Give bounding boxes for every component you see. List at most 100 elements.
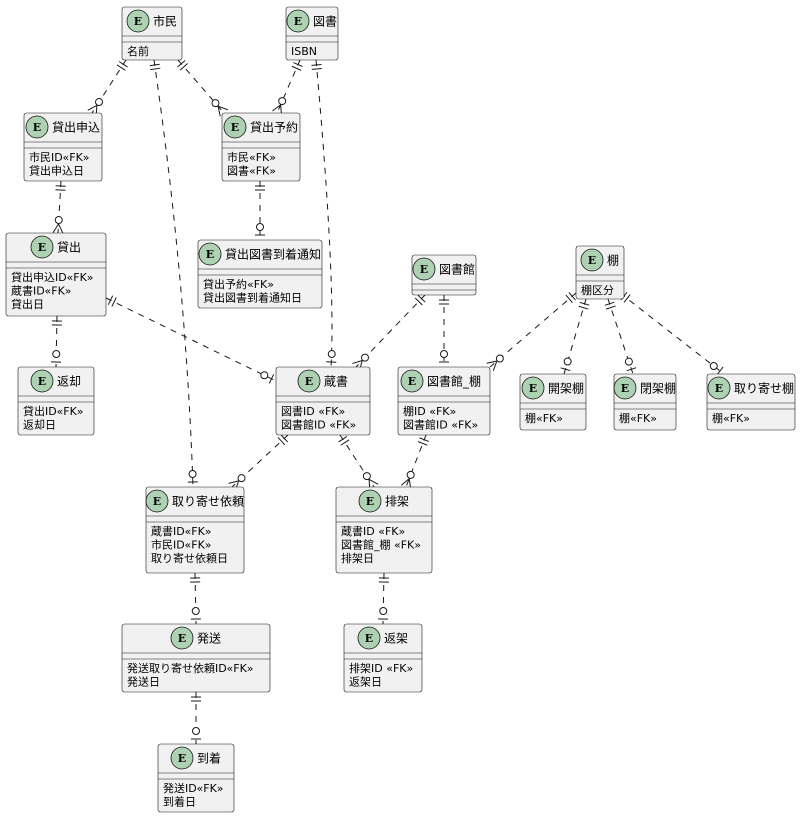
entity-title: 棚 (607, 253, 619, 268)
entity-badge-icon (707, 376, 731, 400)
entity-badge-letter: E (38, 241, 46, 254)
cardinality-bar-mark (55, 189, 66, 191)
cardinality-crowfoot-mark (228, 480, 239, 484)
entity-badge-letter: E (621, 382, 629, 395)
cardinality-bar-mark (579, 301, 590, 306)
cardinality-bar-mark (311, 68, 322, 70)
entity-attribute: 棚«FK» (712, 411, 750, 425)
entity-attribute: 排架ID «FK» (349, 661, 413, 675)
entity-attribute: 棚ID «FK» (403, 404, 456, 418)
cardinality-circle-mark (192, 727, 200, 735)
entity-title: 貸出図書到着通知 (225, 247, 321, 262)
entity-badge-icon (297, 369, 321, 393)
entity-badge-letter: E (305, 375, 313, 388)
entity-title: 貸出申込 (52, 120, 100, 135)
entity-badge-icon (358, 489, 382, 513)
cardinality-crowfoot-mark (52, 223, 59, 233)
cardinality-bar-mark (565, 294, 573, 303)
entity-title: 取り寄せ棚 (734, 381, 794, 396)
relationship-hassou-to-touchaku (191, 692, 201, 744)
relationship-toshokan-to-zousho (352, 294, 426, 371)
entity-badge-letter: E (529, 382, 537, 395)
entity-title: 図書館_棚 (427, 374, 481, 389)
cardinality-bar-mark (179, 63, 189, 71)
entity-attribute: ISBN (291, 45, 317, 58)
cardinality-bar-mark (293, 62, 303, 68)
entity-title: 図書館 (439, 262, 475, 277)
cardinality-circle-mark (256, 223, 264, 231)
cardinality-bar-mark (419, 437, 430, 442)
entity-badge-icon (198, 242, 222, 266)
entity-attribute: 排架日 (341, 551, 374, 565)
cardinality-circle-mark (211, 99, 220, 108)
cardinality-bar-mark (326, 361, 337, 363)
relationship-kashidashi-yoyaku-to-touchaku-tsuchi (255, 181, 265, 240)
cardinality-crowfoot-mark (368, 479, 379, 485)
entity-badge-icon (400, 369, 424, 393)
cardinality-circle-mark (360, 353, 369, 362)
cardinality-circle-mark (191, 607, 200, 616)
entity-badge-icon (25, 115, 49, 139)
cardinality-bar-mark (417, 294, 426, 303)
entity-title: 返架 (384, 632, 408, 646)
relationship-shimin-to-toriyose-irai (149, 59, 198, 488)
cardinality-crowfoot-mark (352, 360, 363, 365)
entity-badge-icon (30, 235, 54, 259)
entity-badge-icon (30, 369, 54, 393)
cardinality-bar-mark (568, 292, 576, 301)
entity-badge-letter: E (715, 382, 723, 395)
entity-attribute: 貸出ID«FK» (23, 404, 84, 418)
entity-badge-letter: E (231, 121, 239, 134)
entity-badge-icon (145, 489, 169, 513)
entity-attribute: 返却日 (23, 419, 56, 432)
cardinality-circle-mark (709, 362, 718, 371)
entity-title: 貸出予約 (250, 120, 298, 135)
cardinality-crowfoot-mark (217, 106, 221, 117)
cardinality-crowfoot-mark (492, 360, 498, 371)
relationship-kashidashi-to-zousho (105, 295, 277, 384)
entity-attribute: 図書館ID «FK» (403, 418, 478, 432)
entity-title: 貸出 (57, 240, 81, 255)
cardinality-bar-mark (560, 367, 571, 372)
cardinality-crowfoot-mark (87, 104, 98, 111)
entity-title: 蔵書 (324, 375, 348, 389)
relationship-line (153, 59, 194, 488)
entity-attribute: 発送日 (127, 675, 160, 689)
cardinality-crowfoot-mark (58, 223, 64, 234)
entity-title: 閉架棚 (640, 381, 676, 396)
cardinality-bar-mark (277, 437, 286, 446)
relationship-line (382, 572, 385, 625)
entity-attribute: 返架日 (349, 676, 382, 689)
cardinality-bar-mark (118, 61, 128, 68)
cardinality-bar-mark (177, 60, 186, 68)
cardinality-bar-mark (414, 297, 423, 306)
entity-title: 排架 (385, 495, 409, 509)
entity-title: 図書 (313, 15, 337, 29)
entity-badge-letter: E (38, 375, 46, 388)
cardinality-circle-mark (327, 350, 336, 359)
relationship-tana-to-heika-tana (604, 298, 637, 375)
cardinality-circle-mark (237, 474, 246, 483)
entity-attribute: 棚«FK» (619, 411, 657, 425)
entity-badge-icon (357, 626, 381, 650)
cardinality-circle-mark (563, 357, 572, 366)
cardinality-bar-mark (578, 305, 589, 310)
cardinality-circle-mark (495, 354, 504, 363)
entity-attribute: 到着日 (163, 795, 196, 809)
cardinality-circle-mark (95, 98, 104, 107)
cardinality-crowfoot-mark (272, 104, 281, 112)
cardinality-bar-mark (716, 366, 724, 376)
entity-box (121, 623, 271, 693)
entity-title: 返却 (57, 375, 81, 389)
